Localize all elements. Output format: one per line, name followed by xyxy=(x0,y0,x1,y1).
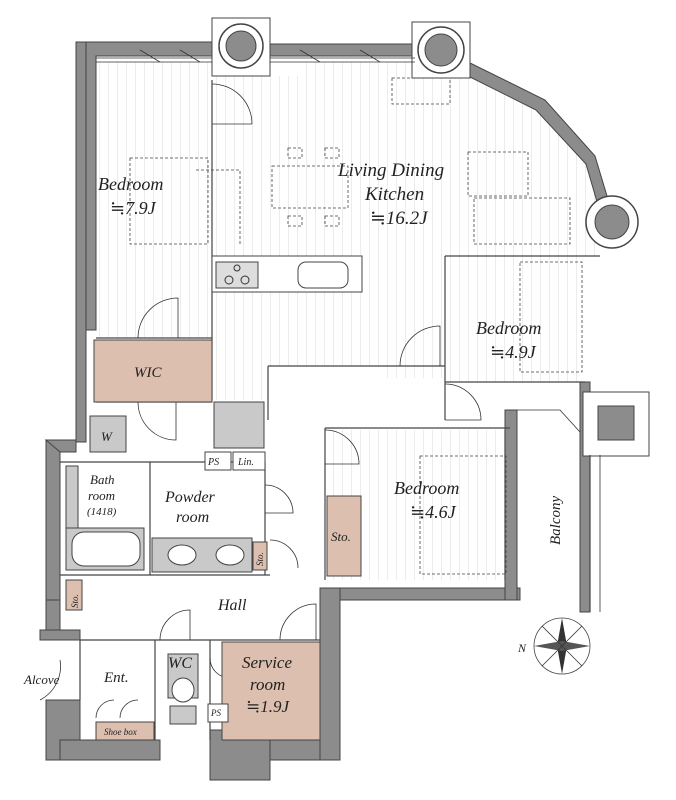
ps-box-1 xyxy=(204,451,232,471)
bath-label-line3: (1418) xyxy=(87,506,117,518)
ps2-label: PS xyxy=(210,708,221,718)
linen-box xyxy=(232,451,266,471)
kitchen-counter xyxy=(211,255,363,293)
balcony-label: Balcony xyxy=(548,496,564,545)
hall-label: Hall xyxy=(217,597,247,614)
ldk-name-line2: Kitchen xyxy=(364,184,424,205)
bedroom2-name: Bedroom xyxy=(476,318,541,338)
sink-right xyxy=(215,544,245,566)
ps1-label: PS xyxy=(207,457,219,468)
storage-powder-label: Sto. xyxy=(255,552,265,566)
utility-column xyxy=(213,401,265,449)
bedroom3-name: Bedroom xyxy=(394,478,459,498)
entrance-label: Ent. xyxy=(103,670,129,686)
bedroom3-size: ≒4.6J xyxy=(410,502,457,522)
wic-label: WIC xyxy=(134,365,162,381)
wc-label: WC xyxy=(168,655,192,672)
square-column-balcony xyxy=(582,391,650,457)
furniture xyxy=(129,77,583,575)
powder-label-line1: Powder xyxy=(164,489,216,506)
ldk-name-line1: Living Dining xyxy=(337,160,444,181)
doors xyxy=(39,83,482,719)
exterior-walls xyxy=(39,41,611,781)
bedroom1-name: Bedroom xyxy=(98,174,163,194)
column-right xyxy=(585,195,639,249)
shoe-box xyxy=(95,721,155,741)
washer-space xyxy=(89,415,127,453)
linen-label: Lin. xyxy=(237,457,254,468)
column-top-left xyxy=(211,17,271,77)
service-size: ≒1.9J xyxy=(246,697,290,716)
compass-north-label: N xyxy=(517,641,527,655)
washer-label: W xyxy=(101,429,113,444)
compass: N xyxy=(517,617,591,675)
round-columns xyxy=(211,17,650,457)
bath-label-line1: Bath xyxy=(90,472,115,487)
bath-label-line2: room xyxy=(88,488,115,503)
room-labels: Bedroom ≒7.9J Living Dining Kitchen ≒16.… xyxy=(23,160,564,737)
windows xyxy=(96,49,415,63)
wic-room xyxy=(93,339,213,403)
storage-bedroom xyxy=(326,495,362,577)
alcove-label: Alcove xyxy=(23,672,60,687)
service-label-line2: room xyxy=(250,675,285,694)
bedroom1-size: ≒7.9J xyxy=(110,198,157,218)
service-label-line1: Service xyxy=(242,653,292,672)
storage-bedroom-label: Sto. xyxy=(331,529,351,544)
bedroom2-size: ≒4.9J xyxy=(490,342,537,362)
storage-powder xyxy=(252,541,268,571)
balcony-rail xyxy=(517,409,601,612)
storage-hall xyxy=(65,579,83,611)
toilet xyxy=(167,653,199,725)
service-room-area xyxy=(221,641,321,741)
storage-hall-label: Sto. xyxy=(70,594,80,608)
bathtub xyxy=(65,465,145,571)
shoebox-label: Shoe box xyxy=(104,727,137,737)
ldk-size: ≒16.2J xyxy=(370,208,429,229)
powder-label-line2: room xyxy=(176,509,209,526)
ps-box-2 xyxy=(207,703,229,723)
column-top-right xyxy=(411,21,471,79)
sink-left xyxy=(167,544,197,566)
